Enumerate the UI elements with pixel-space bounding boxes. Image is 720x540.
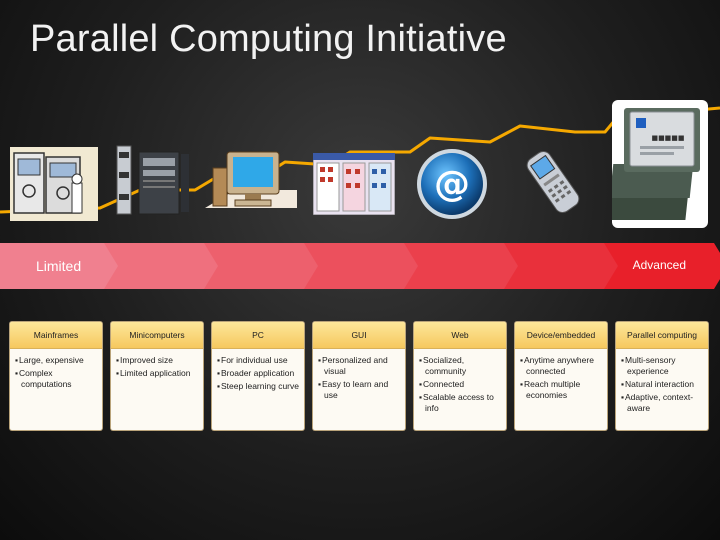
scale-left-label: Limited bbox=[36, 258, 82, 274]
era-card-title: Mainframes bbox=[10, 322, 102, 349]
slide-title: Parallel Computing Initiative bbox=[30, 18, 507, 60]
era-card-points: Large, expensive Complex computations bbox=[10, 355, 102, 390]
era-card-points: Multi-sensory experience Natural interac… bbox=[616, 355, 708, 414]
svg-text:■■■■■: ■■■■■ bbox=[651, 134, 684, 142]
era-card-point: Socialized, community bbox=[419, 355, 502, 377]
era-card-point: Broader application bbox=[217, 368, 300, 379]
limited-to-advanced-band bbox=[0, 243, 720, 289]
era-card-web: Web Socialized, community Connected Scal… bbox=[414, 322, 506, 430]
era-card-point: Scalable access to info bbox=[419, 392, 502, 414]
era-card-point: Multi-sensory experience bbox=[621, 355, 704, 377]
processor-chip-icon: ■■■■■ bbox=[612, 100, 708, 228]
era-card-point: Limited application bbox=[116, 368, 199, 379]
svg-text:@: @ bbox=[434, 164, 470, 205]
era-card-title: Device/embedded bbox=[515, 322, 607, 349]
era-card-points: For individual use Broader application S… bbox=[212, 355, 304, 392]
mobile-phone-icon bbox=[526, 150, 580, 214]
era-card-device-embedded: Device/embedded Anytime anywhere connect… bbox=[515, 322, 607, 430]
era-card-point: Natural interaction bbox=[621, 379, 704, 390]
era-card-points: Anytime anywhere connected Reach multipl… bbox=[515, 355, 607, 401]
band-chevron bbox=[304, 243, 428, 289]
era-card-point: Adaptive, context-aware bbox=[621, 392, 704, 414]
era-cards: Mainframes Large, expensive Complex comp… bbox=[10, 322, 710, 430]
era-card-points: Improved size Limited application bbox=[111, 355, 203, 379]
era-card-title: GUI bbox=[313, 322, 405, 349]
gui-icon bbox=[313, 153, 395, 215]
era-card-point: Steep learning curve bbox=[217, 381, 300, 392]
era-card-point: Large, expensive bbox=[15, 355, 98, 366]
era-card-point: Connected bbox=[419, 379, 502, 390]
band-chevron bbox=[404, 243, 528, 289]
era-card-pc: PC For individual use Broader applicatio… bbox=[212, 322, 304, 430]
pc-icon bbox=[205, 151, 297, 208]
era-card-title: PC bbox=[212, 322, 304, 349]
era-card-parallel-computing: Parallel computing Multi-sensory experie… bbox=[616, 322, 708, 430]
scale-right-label: Advanced bbox=[632, 258, 686, 272]
web-at-icon: @ bbox=[417, 149, 487, 219]
band-chevron bbox=[504, 243, 628, 289]
era-card-minicomputers: Minicomputers Improved size Limited appl… bbox=[111, 322, 203, 430]
band-chevron bbox=[0, 243, 124, 289]
era-card-point: Reach multiple economies bbox=[520, 379, 603, 401]
era-card-points: Personalized and visual Easy to learn an… bbox=[313, 355, 405, 401]
band-chevron bbox=[204, 243, 328, 289]
era-card-gui: GUI Personalized and visual Easy to lear… bbox=[313, 322, 405, 430]
band-chevron bbox=[604, 243, 720, 289]
era-card-point: For individual use bbox=[217, 355, 300, 366]
era-card-mainframes: Mainframes Large, expensive Complex comp… bbox=[10, 322, 102, 430]
era-card-point: Complex computations bbox=[15, 368, 98, 390]
era-card-points: Socialized, community Connected Scalable… bbox=[414, 355, 506, 414]
era-card-point: Easy to learn and use bbox=[318, 379, 401, 401]
mainframe-icon bbox=[10, 147, 98, 221]
era-card-title: Minicomputers bbox=[111, 322, 203, 349]
era-card-point: Personalized and visual bbox=[318, 355, 401, 377]
era-card-point: Improved size bbox=[116, 355, 199, 366]
era-card-title: Web bbox=[414, 322, 506, 349]
band-chevron bbox=[104, 243, 228, 289]
era-card-point: Anytime anywhere connected bbox=[520, 355, 603, 377]
minicomputer-icon bbox=[116, 145, 189, 215]
era-card-title: Parallel computing bbox=[616, 322, 708, 349]
